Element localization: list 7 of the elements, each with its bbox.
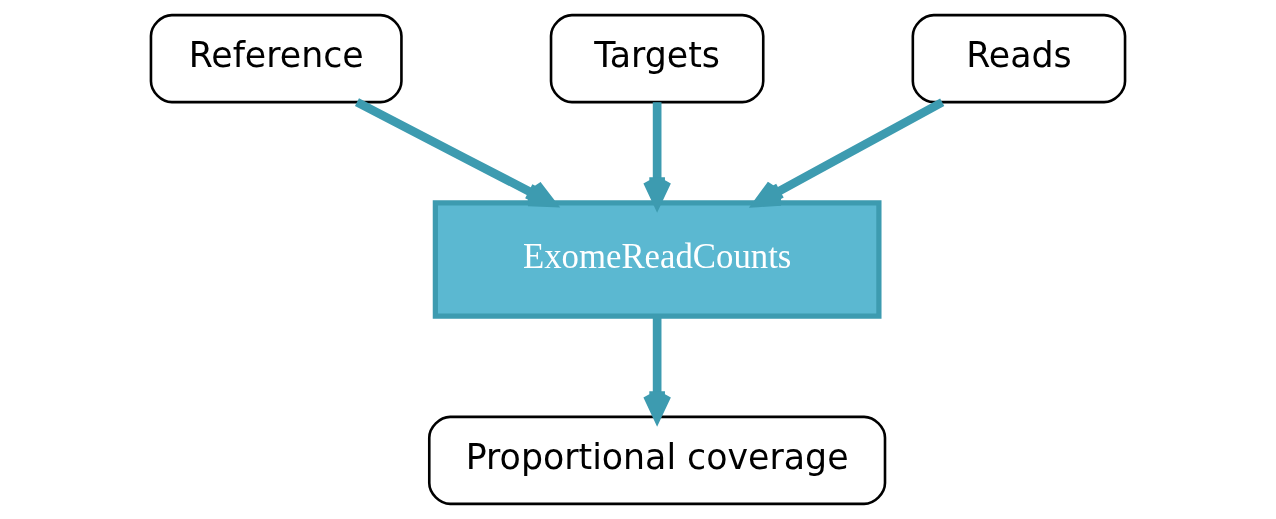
node-box: Reads [911, 13, 1127, 104]
node-box: ExomeReadCounts [432, 200, 882, 319]
arrow [354, 98, 557, 208]
arrow [752, 98, 945, 208]
node-box: Proportional coverage [427, 415, 887, 506]
node-box: Reference [149, 13, 403, 104]
node-box: Targets [549, 13, 765, 104]
